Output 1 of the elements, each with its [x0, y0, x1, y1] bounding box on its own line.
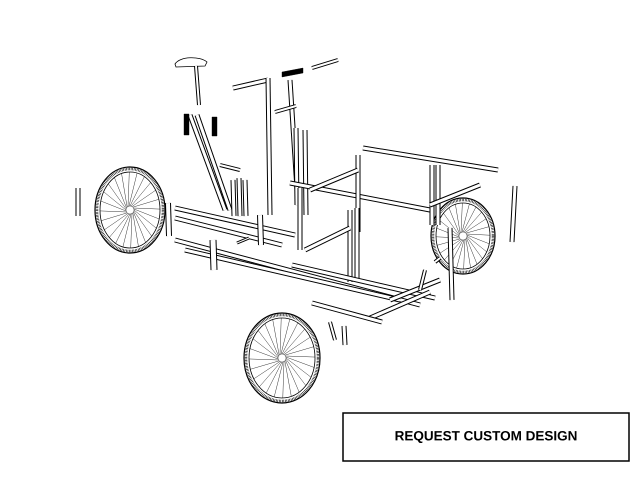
request-button: REQUEST CUSTOM DESIGN — [342, 412, 630, 462]
